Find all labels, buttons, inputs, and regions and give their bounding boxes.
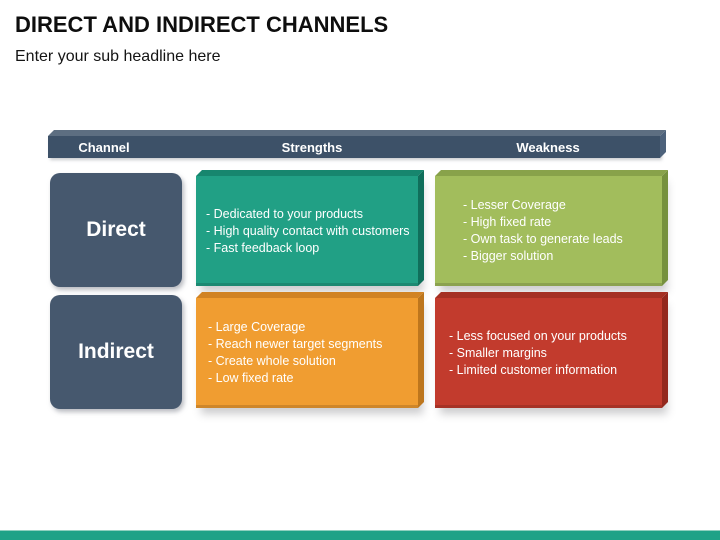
channel-cell-direct: Direct [50,173,182,287]
direct-weakness-cell: - Lesser Coverage - High fixed rate - Ow… [435,176,662,286]
bullet-item: - Own task to generate leads [463,232,623,246]
bullet-item: - Low fixed rate [208,371,294,385]
bullet-item: - Fast feedback loop [206,240,320,255]
header-strengths: Strengths [281,139,343,155]
direct-strengths-cell: - Dedicated to your products - High qual… [196,176,418,286]
bullet-item: - Lesser Coverage [463,198,566,212]
bullet-item: - Dedicated to your products [206,206,364,221]
channel-cell-indirect: Indirect [50,295,182,409]
bullet-item: - Limited customer information [449,362,618,377]
header-weakness: Weakness [516,139,580,155]
bullet-item: - High fixed rate [463,215,552,229]
bullet-item: - Bigger solution [463,249,554,263]
slide-title: DIRECT AND INDIRECT CHANNELS [15,12,389,37]
footer-accent-bar [0,530,720,540]
bullet-item: - High quality contact with customers [206,223,410,238]
bullet-item: - Less focused on your products [449,328,627,343]
bullet-item: - Reach newer target segments [208,337,383,351]
bullet-item: - Large Coverage [208,320,306,334]
indirect-strengths-cell: - Large Coverage - Reach newer target se… [196,298,418,408]
bullet-item: - Smaller margins [449,345,547,360]
slide-subtitle: Enter your sub headline here [15,48,221,65]
indirect-weakness-cell: - Less focused on your products - Smalle… [435,298,662,408]
bullet-item: - Create whole solution [208,354,336,368]
table-header-bar: Channel Strengths Weakness [48,136,660,158]
header-channel: Channel [78,139,130,155]
